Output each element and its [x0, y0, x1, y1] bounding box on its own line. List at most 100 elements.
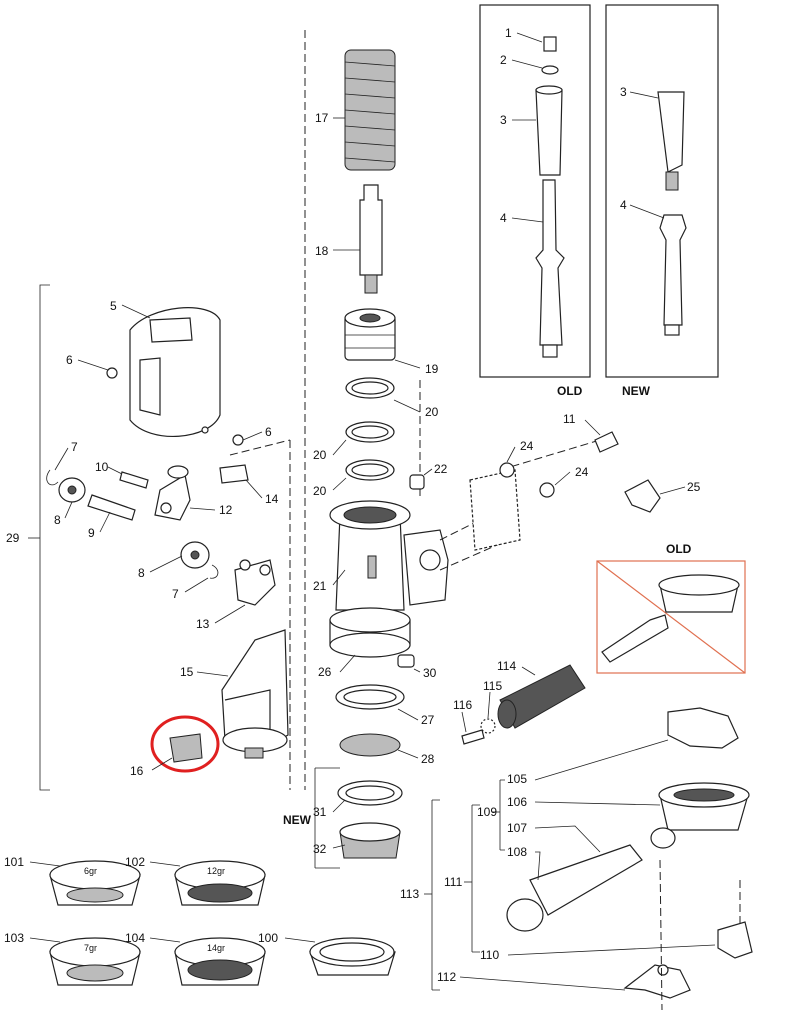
part-25-elbow — [624, 479, 661, 513]
center-assembly: NEW 17 18 19 20 20 20 21 22 26 30 27 28 … — [283, 30, 449, 869]
label-115: 115 — [483, 679, 502, 693]
label-108: 108 — [507, 845, 527, 859]
label-105: 105 — [507, 772, 527, 786]
part-116-screw — [461, 729, 485, 745]
new-bracket-label: NEW — [283, 813, 312, 827]
label-113: 113 — [400, 887, 419, 901]
part-26-group-body — [329, 500, 449, 658]
label-24b: 24 — [575, 465, 589, 479]
part-6-screw-b — [232, 434, 244, 446]
label-14: 14 — [265, 492, 279, 506]
basket-100 — [309, 937, 396, 976]
label-28: 28 — [421, 752, 435, 766]
boiler-flange-outline — [469, 469, 521, 551]
part-9-pin — [87, 494, 136, 521]
part-11-fitting — [594, 431, 619, 453]
label-24a: 24 — [520, 439, 534, 453]
label-102: 102 — [125, 855, 145, 869]
part-107-handle — [529, 844, 643, 916]
label-6a: 6 — [66, 353, 73, 367]
label-114: 114 — [497, 659, 516, 673]
part-30-screw — [397, 654, 415, 668]
part-22-plug — [409, 474, 425, 490]
label-25: 25 — [687, 480, 701, 494]
part-2-washer — [541, 65, 559, 75]
old-portafilter-handle — [601, 614, 669, 663]
part-24-nut-a — [499, 462, 515, 478]
part-4-rod-new — [659, 214, 687, 326]
label-3-old: 3 — [500, 113, 507, 127]
part-5-cover — [129, 307, 221, 438]
basket-101: 6gr — [49, 860, 141, 906]
label-31: 31 — [313, 805, 327, 819]
label-30: 30 — [423, 666, 437, 680]
basket-102: 12gr — [174, 860, 266, 906]
label-11: 11 — [563, 412, 576, 426]
label-4-new: 4 — [620, 198, 627, 212]
label-7a: 7 — [71, 440, 78, 454]
label-101: 101 — [4, 855, 24, 869]
label-19: 19 — [425, 362, 439, 376]
label-9: 9 — [88, 526, 95, 540]
part-24-nut-b — [539, 482, 555, 498]
label-111: 111 — [444, 875, 463, 889]
basket-104: 14gr — [174, 937, 266, 986]
part-10-pin — [119, 471, 149, 489]
label-10: 10 — [95, 460, 109, 474]
label-103: 103 — [4, 931, 24, 945]
label-20b: 20 — [313, 448, 327, 462]
old-portafilter-label: OLD — [666, 542, 692, 556]
label-16: 16 — [130, 764, 144, 778]
label-2: 2 — [500, 53, 507, 67]
part-7-clip-b — [209, 564, 219, 579]
part-3-knob-old — [535, 89, 563, 176]
part-108-handle-cap — [506, 898, 544, 932]
label-8b: 8 — [138, 566, 145, 580]
right-connections: 11 24 24 25 — [439, 412, 701, 571]
label-26: 26 — [318, 665, 332, 679]
label-15: 15 — [180, 665, 194, 679]
label-21: 21 — [313, 579, 327, 593]
label-32: 32 — [313, 842, 327, 856]
old-portafilter-box: OLD — [596, 542, 746, 674]
label-29: 29 — [6, 531, 20, 545]
label-110: 110 — [480, 948, 499, 962]
part-115-washer — [480, 718, 496, 734]
part-112-double-spout — [623, 964, 691, 999]
label-100: 100 — [258, 931, 278, 945]
label-7b: 7 — [172, 587, 179, 601]
part-18-piston-shaft — [359, 184, 383, 276]
part-15-handle-base — [221, 629, 289, 759]
part-17-spring — [344, 49, 396, 171]
filter-baskets: 6gr 12gr 7gr 14gr 101 — [4, 855, 396, 986]
label-104: 104 — [125, 931, 145, 945]
part-1-screw — [543, 36, 557, 52]
label-6b: 6 — [265, 425, 272, 439]
top-detail-boxes: OLD NEW 1 2 3 4 3 4 — [479, 4, 719, 398]
part-6-screw-a — [106, 367, 118, 379]
basket-101-size: 6gr — [84, 866, 97, 876]
portafilter-assembly: 105 106 109 107 108 111 113 110 112 — [400, 707, 753, 1011]
label-12: 12 — [219, 503, 233, 517]
part-3-knob-new — [657, 91, 685, 173]
part-21-screw — [367, 555, 377, 579]
label-22: 22 — [434, 462, 448, 476]
label-1: 1 — [505, 26, 512, 40]
basket-103: 7gr — [49, 937, 141, 986]
label-13: 13 — [196, 617, 210, 631]
label-116: 116 — [453, 698, 472, 712]
label-20a: 20 — [425, 405, 439, 419]
label-3-new: 3 — [620, 85, 627, 99]
part-110-spout — [717, 921, 753, 959]
label-112: 112 — [437, 970, 456, 984]
basket-103-size: 7gr — [84, 943, 97, 953]
part-7-clip-a — [46, 469, 59, 486]
highlight-circle-16 — [150, 715, 220, 773]
new-header: NEW — [622, 384, 651, 398]
handle-grip-parts: 114 115 116 — [453, 659, 586, 745]
left-lever-assembly: 29 — [6, 284, 291, 791]
label-27: 27 — [421, 713, 435, 727]
part-28-shower-screen — [339, 733, 401, 757]
label-107: 107 — [507, 821, 527, 835]
